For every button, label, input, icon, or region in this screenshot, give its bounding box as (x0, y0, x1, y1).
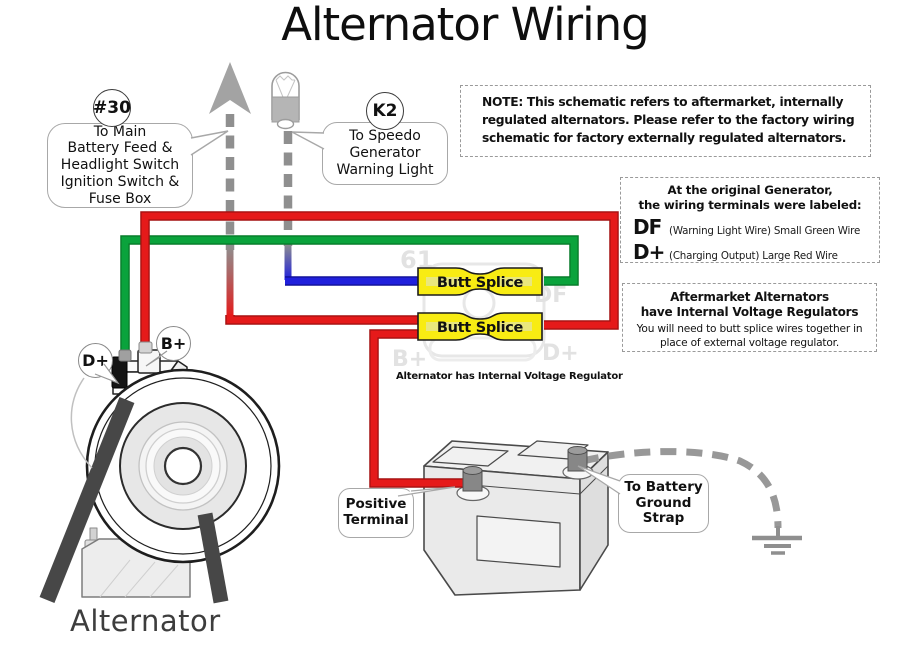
battery-positive-post (462, 466, 483, 492)
note-box: NOTE: This schematic refers to aftermark… (460, 85, 871, 157)
fuse-wire-fade (226, 246, 234, 317)
red-wire-fusebox (226, 314, 421, 324)
butt-splice-upper: Butt Splice (417, 267, 543, 296)
ground-strap-wire (582, 448, 802, 555)
speedo-callout-bubble: To Speedo Generator Warning Light (322, 122, 448, 185)
alternator-label: Alternator (70, 604, 221, 638)
butt-splice-lower-label: Butt Splice (437, 320, 524, 336)
generator-box-heading: At the original Generator, the wiring te… (638, 183, 862, 213)
terminal-desc-df: (Warning Light Wire) Small Green Wire (669, 224, 861, 237)
terminal-row-dplus: D+ (Charging Output) Large Red Wire (633, 240, 879, 264)
watermark-bplus: B+ (392, 347, 427, 372)
terminal-row-df: DF (Warning Light Wire) Small Green Wire (633, 215, 879, 239)
generator-terminals-box: At the original Generator, the wiring te… (620, 177, 880, 264)
dplus-leader-line (70, 377, 93, 469)
ground-strap-bubble: To Battery Ground Strap (618, 474, 709, 533)
generator-watermark: 61 DF B+ D+ (392, 246, 579, 372)
bplus-badge: B+ (156, 326, 191, 361)
page-title: Alternator Wiring (281, 0, 650, 51)
watermark-dplus: D+ (542, 341, 579, 366)
red-wire-crimp (138, 341, 153, 354)
drive-belt (39, 397, 229, 604)
internal-regulator-note: Alternator has Internal Voltage Regulato… (396, 371, 623, 382)
terminal-desc-dplus: (Charging Output) Large Red Wire (669, 249, 838, 262)
k2-circuit-badge: K2 (366, 92, 404, 130)
dplus-badge: D+ (78, 343, 113, 378)
terminal-label-df: DF (633, 214, 662, 239)
positive-terminal-bubble: Positive Terminal (338, 488, 414, 538)
green-wire-crimp (118, 349, 132, 362)
alternator-body (85, 368, 281, 564)
battery-ground-post (567, 446, 588, 472)
aftermarket-box-body: You will need to butt splice wires toget… (636, 323, 863, 349)
butt-splice-lower: Butt Splice (417, 312, 543, 341)
fuse-callout-bubble: To Main Battery Feed & Headlight Switch … (47, 123, 193, 208)
fuse-direction-arrow (209, 62, 251, 114)
terminal-label-dplus: D+ (633, 239, 665, 264)
aftermarket-box: Aftermarket Alternators have Internal Vo… (622, 283, 877, 352)
fuse-circuit-badge: #30 (93, 89, 131, 127)
bulb-wire-fade (284, 244, 292, 280)
red-wire-battery (370, 330, 466, 487)
warning-light-bulb-icon (271, 71, 300, 130)
green-wire (121, 236, 578, 358)
red-wire-main (141, 212, 618, 350)
dplus-terminal-block (111, 356, 128, 389)
ground-symbol (752, 535, 802, 555)
alternator-illustration (39, 349, 281, 604)
aftermarket-box-heading: Aftermarket Alternators have Internal Vo… (640, 290, 859, 319)
butt-splice-upper-label: Butt Splice (437, 275, 524, 291)
